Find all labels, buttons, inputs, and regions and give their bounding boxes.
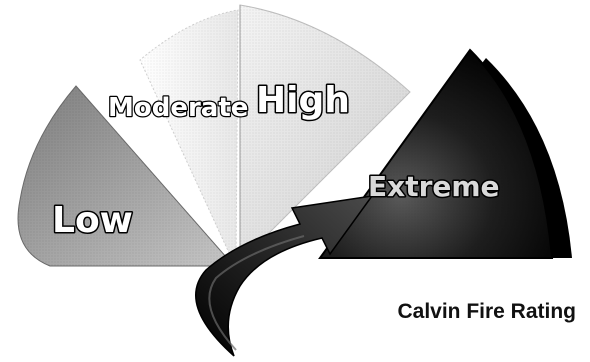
- label-extreme: Extreme: [368, 170, 500, 203]
- label-low: Low: [52, 200, 133, 241]
- diagram-caption: Calvin Fire Rating: [397, 300, 576, 323]
- label-high: High: [256, 80, 350, 121]
- label-moderate: Moderate: [108, 93, 248, 123]
